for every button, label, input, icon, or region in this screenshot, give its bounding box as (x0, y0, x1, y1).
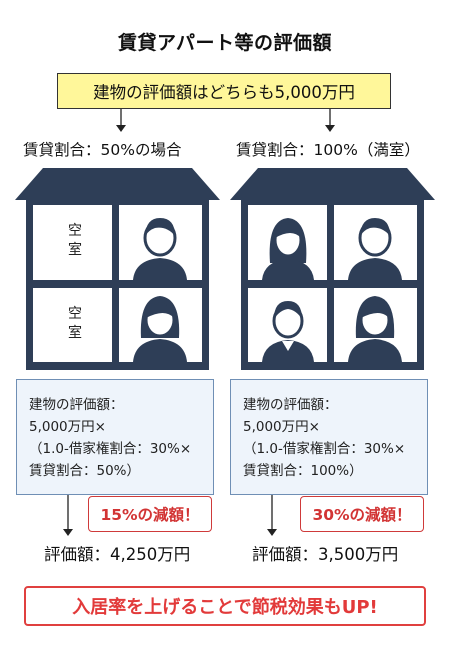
vacant-char-3: 空 (68, 306, 82, 322)
right-calc-line-2: 5,000万円× (243, 419, 320, 435)
right-resident-2-icon (348, 218, 402, 280)
left-window-1 (33, 205, 112, 280)
right-resident-3-icon (262, 301, 314, 362)
right-resident-1-icon (262, 218, 314, 280)
left-roof (15, 168, 220, 200)
left-calc-line-3: （1.0-借家権割合：30%× (29, 441, 192, 457)
left-calc-line-4: 賃貸割合：50%） (29, 463, 141, 479)
headline-box: 建物の評価額はどちらも5,000万円 (57, 73, 391, 109)
right-roof (230, 168, 435, 200)
vacant-char-2: 室 (68, 242, 82, 258)
arrow-left-top-head (116, 125, 126, 132)
right-reduction-callout: 30%の減額！ (300, 496, 424, 532)
left-window-3 (33, 288, 112, 362)
left-calc-line-1: 建物の評価額： (29, 397, 124, 413)
left-reduction-text: 15%の減額！ (100, 506, 200, 524)
left-resident-1-icon (133, 218, 187, 280)
left-calc-box: 建物の評価額： 5,000万円× （1.0-借家権割合：30%× 賃貸割合：50… (16, 379, 214, 495)
page-title: 賃貸アパート等の評価額 (117, 32, 333, 54)
left-reduction-callout: 15%の減額！ (88, 496, 212, 532)
headline-text: 建物の評価額はどちらも5,000万円 (93, 83, 355, 102)
right-building (230, 168, 435, 370)
left-rate-label: 賃貸割合：50%の場合 (23, 141, 182, 159)
right-calc-line-4: 賃貸割合：100%） (243, 463, 363, 479)
right-reduction-text: 30%の減額！ (312, 506, 412, 524)
right-resident-4-icon (348, 296, 402, 362)
right-calc-line-1: 建物の評価額： (243, 397, 338, 413)
right-calc-box: 建物の評価額： 5,000万円× （1.0-借家権割合：30%× 賃貸割合：10… (230, 379, 428, 495)
left-calc-line-2: 5,000万円× (29, 419, 106, 435)
left-resident-2-icon (133, 296, 187, 362)
vacant-label-2: 空室 (60, 305, 90, 343)
right-result: 評価額：3,500万円 (252, 545, 399, 564)
right-rate-label: 賃貸割合：100%（満室） (236, 141, 420, 159)
left-building (15, 168, 220, 370)
vacant-label-1: 空室 (60, 222, 90, 260)
vacant-char-1: 空 (68, 223, 82, 239)
left-result: 評価額：4,250万円 (44, 545, 191, 564)
arrow-right-top-head (325, 125, 335, 132)
right-calc-line-3: （1.0-借家権割合：30%× (243, 441, 406, 457)
vacant-char-4: 室 (68, 325, 82, 341)
conclusion-text: 入居率を上げることで節税効果もUP! (72, 597, 378, 618)
arrow-right-bottom-head (267, 529, 277, 536)
conclusion-box: 入居率を上げることで節税効果もUP! (24, 586, 426, 626)
arrow-left-bottom-head (63, 529, 73, 536)
